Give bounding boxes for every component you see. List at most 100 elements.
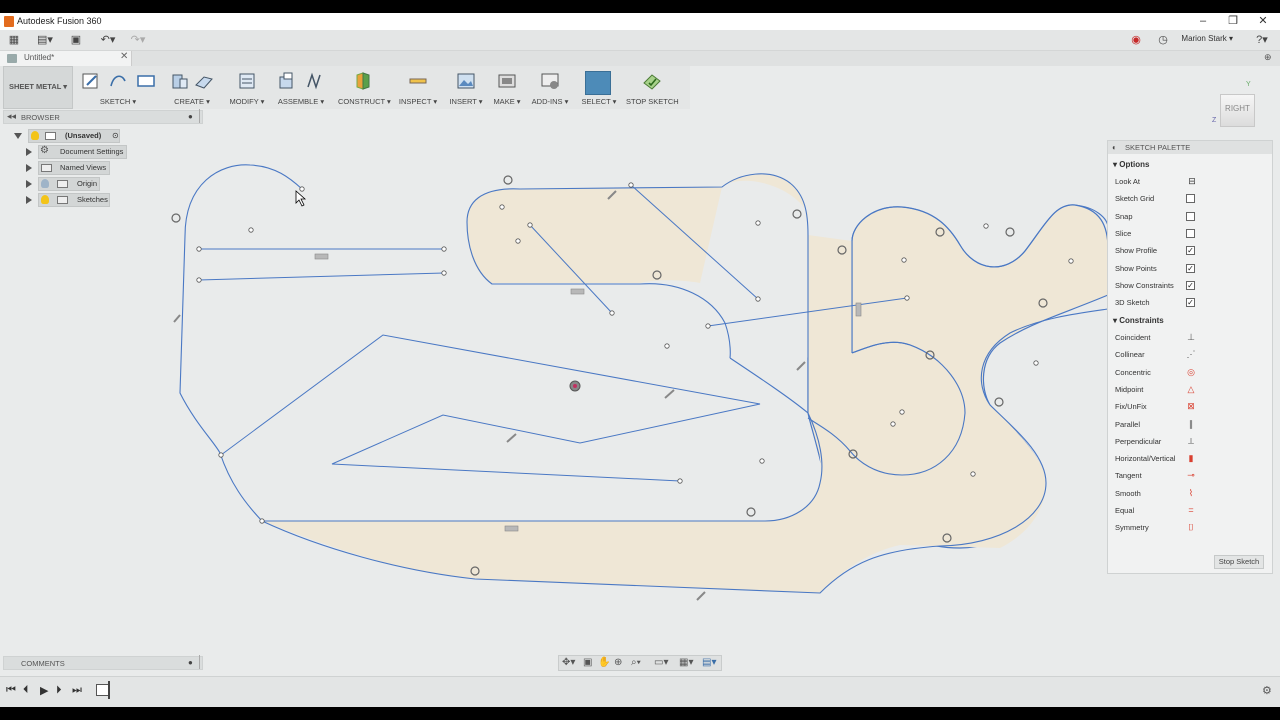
display-settings-icon[interactable]: ▭▾ xyxy=(654,657,669,668)
timeline-settings-gear-icon[interactable]: ⚙ xyxy=(1262,685,1272,697)
create-group[interactable]: CREATE ▾ xyxy=(168,66,216,109)
look-at-icon[interactable]: ▣ xyxy=(583,657,593,668)
constraint-smooth[interactable]: Smooth xyxy=(1115,488,1141,498)
browser-item-document-settings[interactable]: ⚙ Document Settings xyxy=(26,145,127,159)
constraint-tangent[interactable]: Tangent xyxy=(1115,471,1142,481)
line-tool-icon[interactable] xyxy=(108,71,128,91)
modify-group[interactable]: MODIFY ▾ xyxy=(228,66,266,109)
document-tab[interactable]: Untitled* ✕ xyxy=(0,51,132,66)
close-window-button[interactable]: ✕ xyxy=(1258,15,1268,27)
select-tool-icon[interactable] xyxy=(585,71,611,95)
timeline-last-icon[interactable]: ⏭ xyxy=(72,684,82,696)
parallel-icon[interactable]: ∥ xyxy=(1188,418,1194,429)
expand-arrow-icon[interactable] xyxy=(26,164,32,172)
construct-group[interactable]: CONSTRUCT ▾ xyxy=(338,66,391,109)
job-status-clock-icon[interactable]: ◷ xyxy=(1158,34,1168,46)
browser-item-origin[interactable]: Origin xyxy=(26,177,106,191)
undo-icon[interactable]: ↶▾ xyxy=(100,34,116,46)
collapse-panel-icon[interactable]: ◂◂ xyxy=(7,111,17,121)
smooth-icon[interactable]: ⌇ xyxy=(1188,487,1194,498)
collapse-palette-icon[interactable]: ◐ xyxy=(1112,143,1117,152)
timeline-play-icon[interactable]: ▶ xyxy=(40,685,49,697)
grid-settings-icon[interactable]: ▦▾ xyxy=(679,657,694,668)
data-panel-grid-icon[interactable]: ▦ xyxy=(8,34,20,46)
new-component-icon[interactable] xyxy=(277,71,297,91)
addins-group[interactable]: ADD-INS ▾ xyxy=(530,66,570,109)
stop-sketch-icon[interactable] xyxy=(642,71,662,91)
expand-arrow-icon[interactable] xyxy=(26,196,32,204)
midpoint-icon[interactable]: △ xyxy=(1187,383,1195,394)
timeline-first-icon[interactable]: ⏮ xyxy=(6,684,16,696)
file-menu-icon[interactable]: ▤▾ xyxy=(37,34,53,46)
expand-toggle-icon[interactable] xyxy=(14,133,22,143)
user-account-menu[interactable]: Marion Stark ▾ xyxy=(1181,34,1233,43)
option-checkbox[interactable] xyxy=(1186,228,1195,238)
pin-comments-icon[interactable]: ● xyxy=(188,658,193,667)
timeline-prev-icon[interactable]: ⏴ xyxy=(23,684,29,696)
record-icon[interactable]: ◉ xyxy=(1131,34,1141,46)
constraint-midpoint[interactable]: Midpoint xyxy=(1115,384,1144,394)
look-at-icon[interactable]: ⊟ xyxy=(1188,176,1196,186)
minimize-button[interactable]: – xyxy=(1199,15,1207,27)
measure-icon[interactable] xyxy=(408,71,428,91)
perpendicular-icon[interactable]: ⟂ xyxy=(1187,435,1194,446)
zoom-icon[interactable]: ⊕ xyxy=(614,657,623,668)
construct-plane-icon[interactable] xyxy=(353,71,373,91)
option-checkbox[interactable]: ✓ xyxy=(1186,298,1195,308)
collinear-icon[interactable]: ⋰ xyxy=(1186,349,1196,360)
select-group[interactable]: SELECT ▾ xyxy=(578,66,620,109)
constraint-parallel[interactable]: Parallel xyxy=(1115,419,1141,429)
browser-item-sketches[interactable]: Sketches xyxy=(26,193,116,207)
constraint-horizontal-vertical[interactable]: Horizontal/Vertical xyxy=(1115,454,1176,464)
constraints-section-header[interactable]: ▾ Constraints xyxy=(1113,316,1164,325)
constraint-collinear[interactable]: Collinear xyxy=(1115,350,1145,360)
browser-item-named-views[interactable]: Named Views xyxy=(26,161,116,175)
3d-print-icon[interactable] xyxy=(497,71,517,91)
constraint-fix-unfix[interactable]: Fix/UnFix xyxy=(1115,402,1147,412)
assemble-group[interactable]: ASSEMBLE ▾ xyxy=(276,66,326,109)
concentric-icon[interactable]: ◎ xyxy=(1187,366,1195,377)
option-checkbox[interactable]: ✓ xyxy=(1186,246,1195,256)
options-section-header[interactable]: ▾ Options xyxy=(1113,160,1150,169)
inspect-group[interactable]: INSPECT ▾ xyxy=(398,66,438,109)
fit-zoom-icon[interactable]: ⌕▾ xyxy=(631,657,641,668)
rectangle-tool-icon[interactable] xyxy=(136,71,156,91)
insert-group[interactable]: INSERT ▾ xyxy=(448,66,484,109)
horizontal-vertical-icon[interactable]: ▮ xyxy=(1188,453,1194,464)
timeline-marker[interactable] xyxy=(108,681,110,699)
close-tab-icon[interactable]: ✕ xyxy=(120,51,129,62)
visibility-bulb-icon[interactable] xyxy=(41,179,49,188)
constraint-equal[interactable]: Equal xyxy=(1115,506,1135,515)
comments-panel-header[interactable]: COMMENTS ● xyxy=(3,655,203,670)
coincident-icon[interactable]: ⊥ xyxy=(1187,332,1195,342)
extrude-icon[interactable] xyxy=(194,71,214,91)
view-cube[interactable]: RIGHT xyxy=(1220,94,1255,127)
expand-arrow-icon[interactable] xyxy=(26,148,32,156)
orbit-icon[interactable]: ✥▾ xyxy=(562,657,576,668)
option-checkbox[interactable] xyxy=(1186,211,1195,221)
visibility-bulb-icon[interactable] xyxy=(31,131,39,140)
make-group[interactable]: MAKE ▾ xyxy=(490,66,524,109)
stop-sketch-button[interactable]: Stop Sketch xyxy=(1214,555,1264,569)
pan-hand-icon[interactable]: ✋ xyxy=(598,657,611,668)
insert-image-icon[interactable] xyxy=(456,71,476,91)
constraint-concentric[interactable]: Concentric xyxy=(1115,367,1151,377)
workspace-switcher[interactable]: SHEET METAL ▾ xyxy=(3,66,73,109)
create-sketch-icon[interactable] xyxy=(81,71,101,91)
browser-panel-header[interactable]: ◂◂ BROWSER ● xyxy=(3,109,203,124)
viewports-icon[interactable]: ▤▾ xyxy=(702,657,717,668)
equal-icon[interactable]: = xyxy=(1188,505,1194,515)
joint-icon[interactable] xyxy=(304,71,324,91)
symmetry-icon[interactable]: ⌷ xyxy=(1188,522,1194,533)
constraint-coincident[interactable]: Coincident xyxy=(1115,333,1151,342)
browser-root[interactable]: (Unsaved) ⊙ xyxy=(14,129,126,143)
scripts-addins-icon[interactable] xyxy=(540,71,560,91)
option-checkbox[interactable]: ✓ xyxy=(1186,263,1195,273)
flange-icon[interactable] xyxy=(170,71,190,91)
expand-arrow-icon[interactable] xyxy=(26,180,32,188)
option-checkbox[interactable] xyxy=(1186,194,1195,204)
tangent-icon[interactable]: ⊸ xyxy=(1187,470,1195,481)
stop-sketch-group[interactable]: STOP SKETCH xyxy=(626,66,679,109)
activate-radio-icon[interactable]: ⊙ xyxy=(112,131,119,140)
option-checkbox[interactable]: ✓ xyxy=(1186,280,1195,290)
